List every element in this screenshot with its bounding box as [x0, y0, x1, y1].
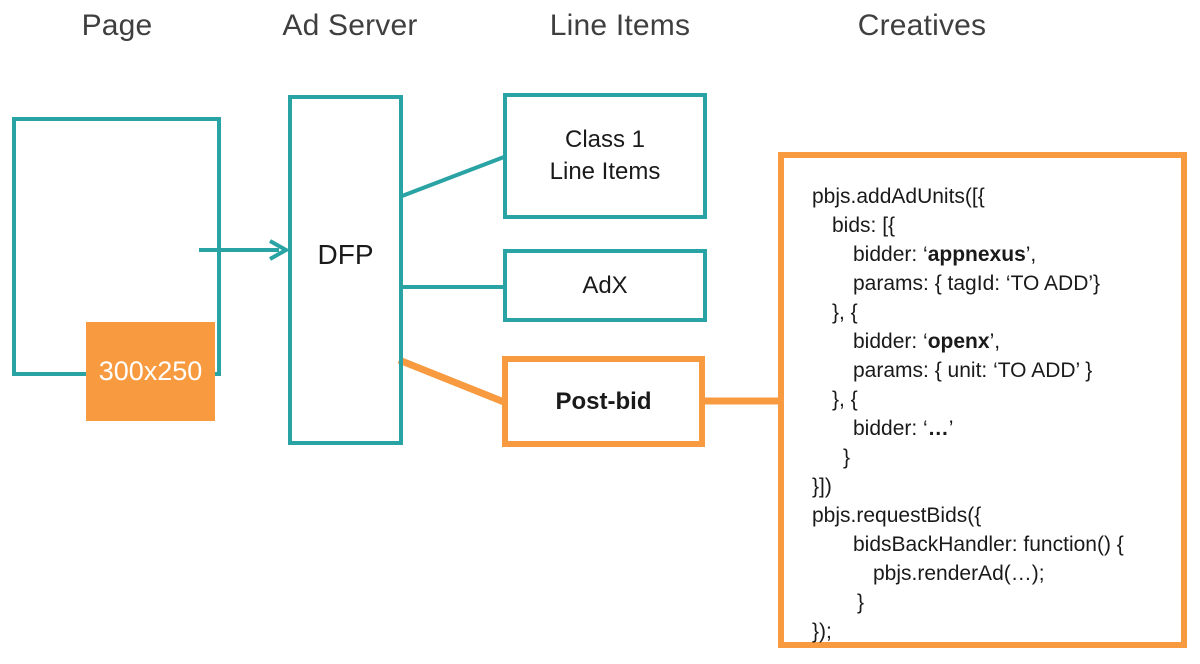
column-header-line-items: Line Items: [549, 9, 691, 42]
code-line: pbjs.addAdUnits([{: [812, 185, 985, 208]
code-line: pbjs.renderAd(…);: [873, 562, 1045, 585]
code-line: }, {: [832, 301, 858, 324]
dfp-box: DFP: [288, 95, 403, 445]
code-line: bidder: ‘appnexus’,: [853, 243, 1037, 266]
class1-label-line1: Class 1: [564, 126, 646, 153]
arrow-slot-to-dfp-head: [269, 239, 291, 261]
column-header-ad-server: Ad Server: [282, 9, 418, 42]
column-header-creatives: Creatives: [857, 9, 987, 42]
ad-slot-label: 300x250: [98, 356, 203, 386]
class1-label-line2: Line Items: [549, 158, 661, 185]
code-line: }: [843, 446, 851, 469]
dfp-label: DFP: [317, 239, 374, 270]
adx-box: AdX: [503, 249, 707, 322]
code-line: params: { unit: ‘TO ADD’ }: [853, 359, 1093, 382]
code-line: }, {: [832, 388, 858, 411]
ad-slot-box: 300x250: [86, 322, 215, 421]
code-line: });: [812, 620, 832, 643]
code-line: bidsBackHandler: function() {: [853, 533, 1124, 556]
column-header-page: Page: [81, 9, 153, 42]
class1-label: Class 1 Line Items: [550, 124, 661, 188]
code-line: }: [857, 591, 865, 614]
class1-line-items-box: Class 1 Line Items: [503, 93, 707, 219]
code-line: }]): [812, 475, 832, 498]
code-line: bidder: ‘…’: [853, 417, 954, 440]
code-block: pbjs.addAdUnits([{ bids: [{ bidder: ‘appne…: [812, 182, 1171, 646]
connector-dfp-to-class1: [401, 155, 505, 198]
code-line: bids: [{: [832, 214, 896, 237]
code-line: bidder: ‘openx’,: [853, 330, 1001, 353]
code-line: pbjs.requestBids({: [812, 504, 982, 527]
page-box: 300x250: [12, 117, 221, 421]
adx-label: AdX: [582, 271, 628, 299]
postbid-box: Post-bid: [502, 356, 705, 447]
creatives-code-box: pbjs.addAdUnits([{ bids: [{ bidder: ‘appne…: [778, 152, 1187, 648]
postbid-label: Post-bid: [555, 387, 652, 415]
code-line: params: { tagId: ‘TO ADD’}: [853, 272, 1101, 295]
connector-dfp-to-postbid: [397, 356, 506, 406]
